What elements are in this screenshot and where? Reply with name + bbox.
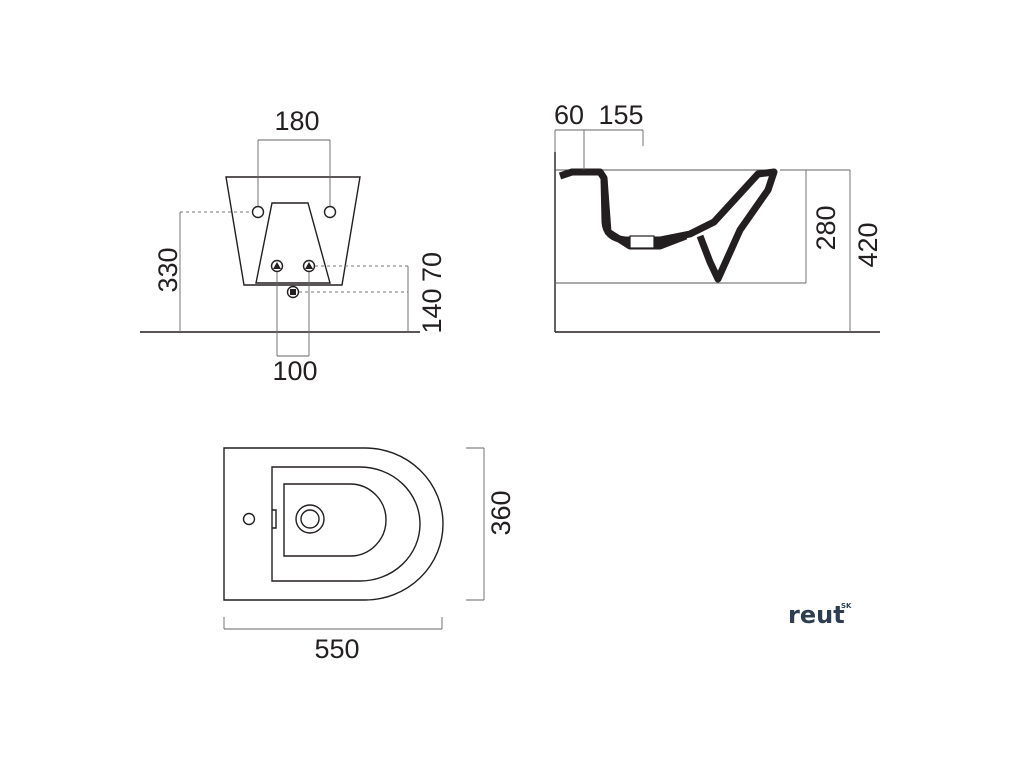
side-view: 60 155 280 420 xyxy=(554,100,883,333)
front-mount-hole-right xyxy=(323,205,337,219)
top-dim-550-label: 550 xyxy=(314,634,359,664)
brand-logo: reut SK xyxy=(788,601,852,629)
front-water-inlet-left-icon xyxy=(270,259,284,273)
front-water-inlet-right-arrow xyxy=(305,262,313,269)
side-waste-outlet xyxy=(629,235,655,249)
side-dim-420-label: 420 xyxy=(853,222,883,267)
side-dim-60-label: 60 xyxy=(554,100,584,130)
front-water-inlet-right-icon xyxy=(302,259,316,273)
top-view: 360 550 xyxy=(223,447,516,664)
front-drain-icon xyxy=(286,285,300,299)
front-dim-330-label: 330 xyxy=(153,247,183,292)
top-body-outline xyxy=(223,447,444,601)
front-dim-100-label: 100 xyxy=(272,356,317,386)
top-rim-outline xyxy=(271,466,421,582)
top-drain-inner xyxy=(300,509,320,529)
side-dim-280-label: 280 xyxy=(811,205,841,250)
side-ceramic-section xyxy=(558,168,778,283)
top-dim-360-label: 360 xyxy=(486,490,516,535)
front-dim-140-label: 140 xyxy=(417,288,447,333)
front-water-inlet-left-arrow xyxy=(273,262,281,269)
brand-name: reut xyxy=(788,601,845,629)
front-bowl-outline xyxy=(255,202,331,284)
top-tap-hole xyxy=(242,512,256,526)
top-bowl-outline xyxy=(283,483,387,557)
front-dim-70-label: 70 xyxy=(417,252,447,282)
top-drain-outer xyxy=(295,504,325,534)
side-dim-155-label: 155 xyxy=(598,100,643,130)
front-view: 180 330 70 140 100 xyxy=(140,106,447,386)
front-dim-180-label: 180 xyxy=(274,106,319,136)
front-drain-square xyxy=(290,289,296,295)
top-overflow-slot xyxy=(272,509,277,529)
front-mount-hole-left xyxy=(251,205,265,219)
brand-superscript: SK xyxy=(841,602,852,610)
front-body-outline xyxy=(225,176,361,286)
